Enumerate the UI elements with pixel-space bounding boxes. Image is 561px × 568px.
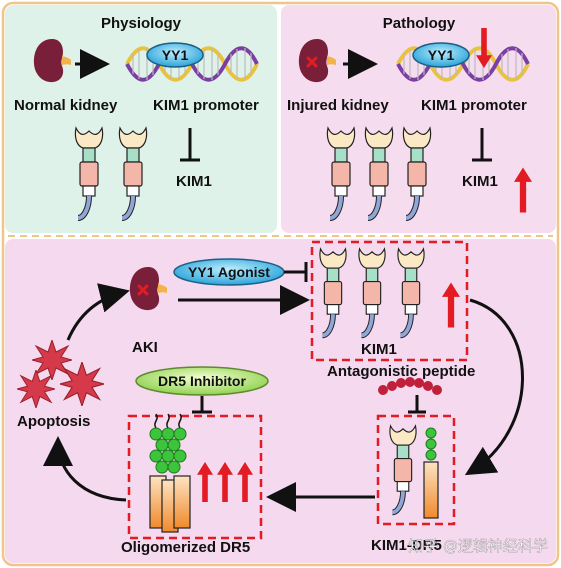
arrow-icon (43, 436, 127, 502)
arrow-icon (66, 283, 130, 341)
yy1-factor (146, 42, 204, 68)
pathology-panel: Pathology YY1 Injured kidney KIM1 promot… (281, 5, 556, 233)
kim1-label: KIM1 (462, 173, 498, 190)
aki-label: AKI (132, 339, 158, 356)
inhibition-icon (192, 396, 212, 414)
arrow-icon (464, 298, 524, 476)
inhibition-icon (180, 128, 200, 162)
kim1-promoter-label: KIM1 promoter (421, 97, 527, 114)
normal-kidney-label: Normal kidney (14, 97, 118, 114)
dr5-inhibitor-label: DR5 Inhibitor (158, 373, 246, 389)
yy1-label: YY1 (162, 47, 189, 63)
apoptosis-label: Apoptosis (17, 413, 90, 430)
oligomerized-dr5-box (127, 414, 263, 540)
yy1-factor (412, 42, 470, 68)
physiology-title: Physiology (101, 15, 182, 32)
therapy-panel: AKI YY1 Agonist KIM1 Antagonistic peptid… (5, 239, 556, 563)
kim1-label: KIM1 (176, 173, 212, 190)
pathology-title: Pathology (383, 15, 456, 32)
antagonistic-peptide-label: Antagonistic peptide (327, 363, 475, 380)
inhibition-icon (284, 262, 308, 282)
kim1-promoter-label: KIM1 promoter (153, 97, 259, 114)
dr5-inhibitor-oval (135, 366, 269, 396)
yy1-agonist-label: YY1 Agonist (188, 264, 270, 280)
therapy-bg (5, 239, 556, 563)
kim1-label: KIM1 (361, 341, 397, 358)
oligomerized-dr5-label: Oligomerized DR5 (121, 539, 250, 556)
physiology-panel: Physiology YY1 Normal kidney KIM1 promot… (5, 5, 277, 233)
kim1-box (310, 240, 469, 362)
dr5-receptor-icon (423, 427, 439, 519)
watermark: 知乎 @逻辑神经科学 (408, 537, 548, 555)
peptide-icon (378, 377, 442, 395)
inhibition-icon (472, 128, 492, 162)
kim1-dr5-label: KIM1-DR5 (371, 537, 442, 554)
physiology-bg (5, 5, 277, 233)
inhibition-icon (408, 395, 426, 414)
injured-kidney-label: Injured kidney (287, 97, 389, 114)
kim1-dr5-box (376, 414, 456, 526)
oligomerized-dr5-icon (149, 413, 191, 533)
yy1-label: YY1 (428, 47, 455, 63)
